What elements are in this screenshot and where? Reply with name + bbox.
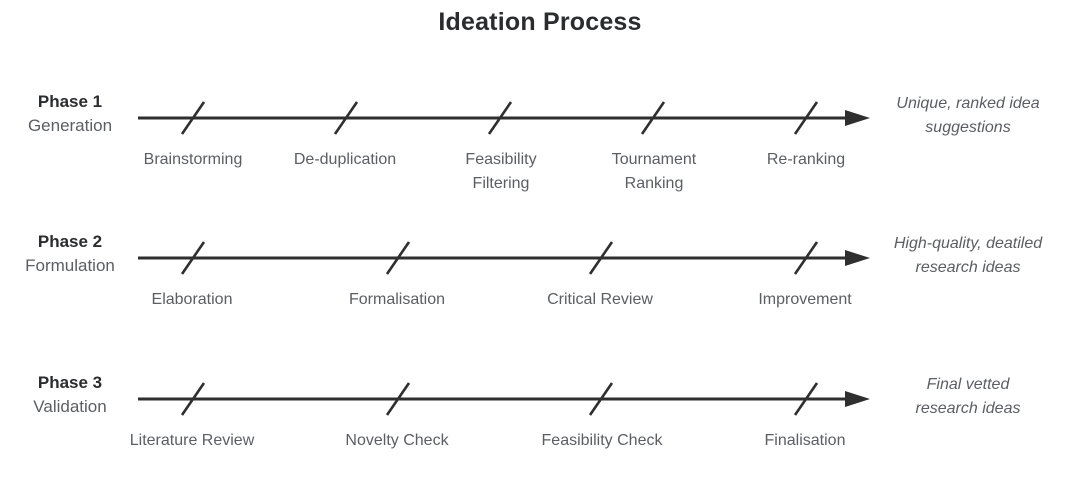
arrowhead-icon bbox=[845, 250, 870, 266]
phase-1-timeline-arrow bbox=[138, 101, 870, 135]
step-elaboration: Elaboration bbox=[151, 291, 233, 308]
arrowhead-icon bbox=[845, 110, 870, 126]
phase-3-row: Phase 3 Validation Literature Review Nov… bbox=[0, 369, 1080, 499]
step-literature-review: Literature Review bbox=[129, 432, 255, 449]
phase-1-label: Phase 1 Generation bbox=[8, 90, 132, 138]
step-re-ranking: Re-ranking bbox=[766, 151, 846, 168]
ideation-process-diagram: Ideation Process Phase 1 Generation Brai… bbox=[0, 8, 1080, 449]
step-feasibility-filtering: Feasibility Filtering bbox=[465, 151, 537, 192]
step-finalisation: Finalisation bbox=[764, 432, 846, 449]
phase-3-label: Phase 3 Validation bbox=[8, 371, 132, 419]
step-formalisation: Formalisation bbox=[348, 291, 446, 308]
step-feasibility-check: Feasibility Check bbox=[541, 432, 663, 449]
step-novelty-check: Novelty Check bbox=[345, 432, 449, 449]
phase-3-timeline-arrow bbox=[138, 382, 870, 416]
phase-1-subtitle: Generation bbox=[27, 116, 113, 135]
step-improvement: Improvement bbox=[758, 291, 852, 308]
phase-2-subtitle: Formulation bbox=[25, 256, 115, 275]
step-de-duplication: De-duplication bbox=[293, 151, 397, 168]
phase-1-row: Phase 1 Generation Brainstorming De-dupl… bbox=[0, 88, 1080, 218]
diagram-title: Ideation Process bbox=[438, 8, 642, 36]
phase-3-outcome: Final vetted research ideas bbox=[915, 376, 1021, 417]
step-brainstorming: Brainstorming bbox=[143, 151, 243, 168]
arrowhead-icon bbox=[845, 391, 870, 407]
step-tournament-ranking: Tournament Ranking bbox=[611, 151, 697, 192]
step-critical-review: Critical Review bbox=[547, 291, 653, 308]
phase-2-row: Phase 2 Formulation Elaboration Formalis… bbox=[0, 228, 1080, 358]
phase-1-name: Phase 1 bbox=[37, 92, 103, 111]
phase-1-outcome: Unique, ranked idea suggestions bbox=[896, 95, 1040, 136]
phase-3-name: Phase 3 bbox=[37, 373, 103, 392]
phase-2-timeline-arrow bbox=[138, 241, 870, 275]
phase-2-label: Phase 2 Formulation bbox=[8, 230, 132, 278]
phase-2-outcome: High-quality, deatiled research ideas bbox=[893, 235, 1043, 276]
phase-3-subtitle: Validation bbox=[33, 397, 107, 416]
phase-2-name: Phase 2 bbox=[37, 232, 103, 251]
